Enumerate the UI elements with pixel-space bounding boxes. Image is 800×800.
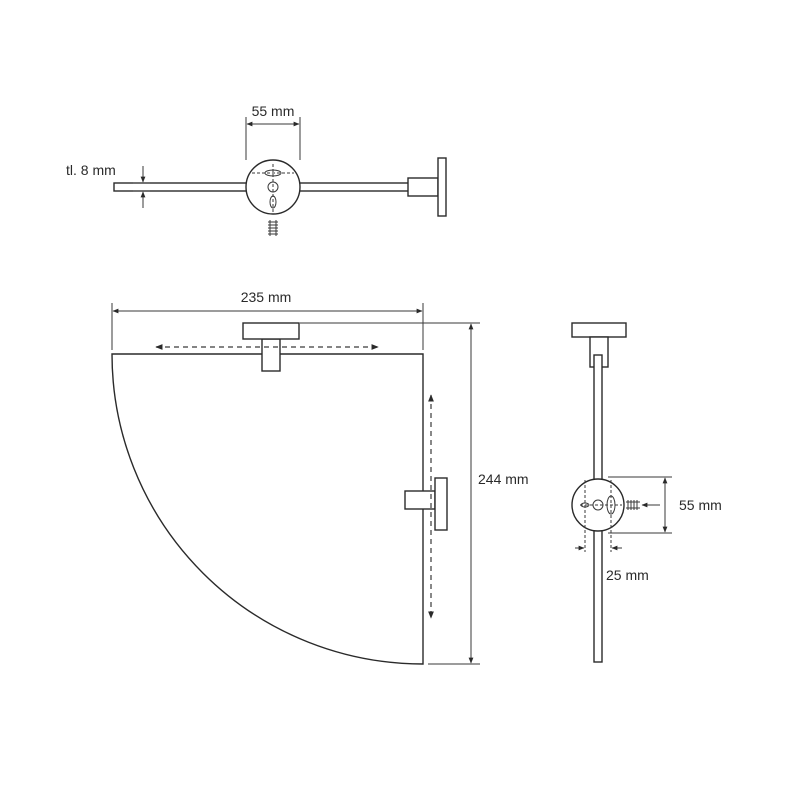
corner-shelf-outline [111,353,424,665]
shelf-width-label: 235 mm [241,289,292,305]
front-top-mount-stem [261,338,281,372]
top-wall-plate [437,157,447,217]
side-screw-icon [626,500,640,510]
top-connector-width-label: 55 mm [252,103,295,119]
shelf-depth-label: 244 mm [478,471,529,487]
front-side-mount-plate [434,477,448,531]
front-view: 235 mm 244 mm [111,289,529,665]
front-top-mount-plate [242,322,300,340]
top-screw-icon [268,220,278,236]
top-round-clamp-icon [245,159,301,215]
top-wall-bracket-stem [407,177,439,197]
side-connector-height-label: 55 mm [679,497,722,513]
side-connector-offset-label: 25 mm [606,567,649,583]
side-view: 55 mm 25 mm [571,322,722,663]
top-view: 55 mm tl. 8 mm [66,103,447,236]
side-wall-plate [571,322,627,338]
side-round-clamp-icon [571,478,625,552]
glass-thickness-label: tl. 8 mm [66,162,116,178]
